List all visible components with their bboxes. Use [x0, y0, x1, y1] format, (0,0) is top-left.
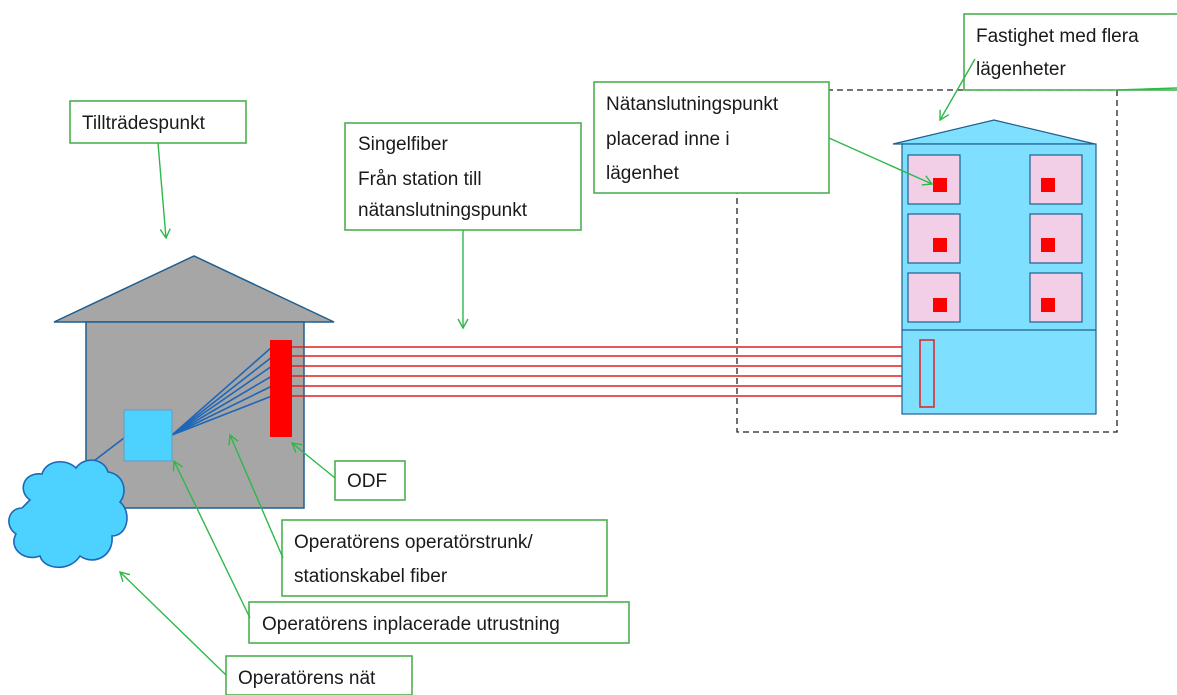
apartment-unit [1029, 154, 1083, 205]
arrow-operator-network [118, 570, 227, 676]
apartment-roof [892, 119, 1096, 145]
label-text: Singelfiber [358, 134, 448, 155]
network-connection-point [933, 238, 947, 252]
station-building [53, 255, 335, 509]
label-text: Operatörens operatörstrunk/ [294, 532, 533, 553]
apartment-building [892, 119, 1097, 415]
building-fiber-bundle [919, 339, 935, 408]
network-connection-point [933, 298, 947, 312]
arrow-tilltradespunkt [157, 142, 171, 240]
label-text: stationskabel fiber [294, 566, 448, 587]
label-odf: ODF [334, 460, 406, 501]
operator-equipment [123, 409, 173, 462]
callout-arrows [118, 58, 1177, 676]
label-operator-equipment: Operatörens inplacerade utrustning [248, 601, 630, 644]
label-text: Operatörens inplacerade utrustning [262, 614, 560, 635]
odf-panel [270, 340, 292, 437]
station-roof [53, 255, 335, 323]
network-connection-point [1041, 238, 1055, 252]
label-tilltradespunkt: Tillträdespunkt [69, 100, 247, 144]
label-text: ODF [347, 471, 387, 492]
label-operator-trunk: Operatörens operatörstrunk/ stationskabe… [281, 519, 608, 597]
operator-network-cloud [8, 459, 128, 569]
label-natanslutningspunkt: Nätanslutningspunkt placerad inne i läge… [593, 81, 830, 194]
label-text: Nätanslutningspunkt [606, 94, 779, 115]
arrow-operator-equipment [172, 459, 251, 619]
apartment-unit [907, 272, 961, 323]
label-operator-network: Operatörens nät [225, 655, 413, 695]
network-connection-point [933, 178, 947, 192]
label-singelfiber: Singelfiber Från station till nätanslutn… [344, 122, 582, 231]
arrow-operator-trunk [228, 433, 284, 559]
label-text: placerad inne i [606, 129, 730, 150]
network-connection-point [1041, 298, 1055, 312]
label-text: Från station till [358, 169, 482, 190]
property-boundary [736, 89, 1118, 433]
label-text: Tillträdespunkt [82, 113, 206, 134]
apartment-unit [1029, 213, 1083, 264]
label-text: lägenhet [606, 163, 680, 184]
label-text: lägenheter [976, 59, 1066, 80]
operator-trunk-cables [171, 346, 273, 436]
arrow-fastighet [939, 58, 976, 122]
arrow-natanslutningspunkt [828, 137, 934, 186]
label-text: nätanslutningspunkt [358, 200, 528, 221]
label-text: Operatörens nät [238, 668, 376, 689]
network-connection-point [1041, 178, 1055, 192]
label-text: Fastighet med flera [976, 26, 1139, 47]
label-fastighet: Fastighet med flera lägenheter [963, 13, 1177, 91]
apartment-unit [1029, 272, 1083, 323]
arrow-odf [290, 442, 336, 479]
arrow-fastighet-right [1116, 87, 1177, 91]
